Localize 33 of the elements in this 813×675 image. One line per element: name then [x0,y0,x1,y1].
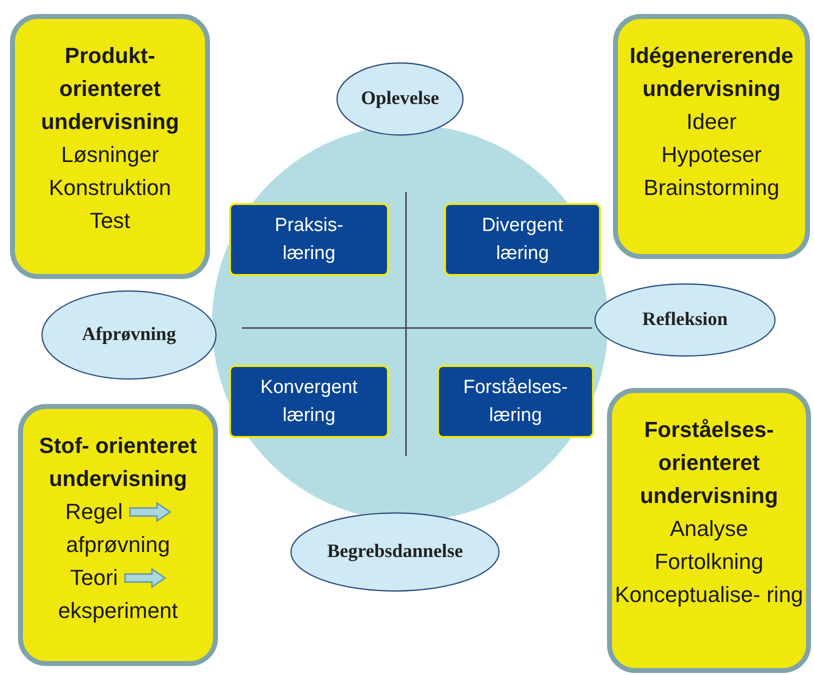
teaching-card [607,388,811,673]
ellipse-label: Begrebsdannelse [327,541,463,563]
learning-box [444,203,601,276]
list-item: Konceptualise- ring [614,581,804,609]
list-item: eksperiment [58,597,178,625]
list-item: Analyse [670,515,748,543]
teaching-card [18,404,218,666]
list-item: Regel [65,498,123,526]
teaching-card [10,14,210,279]
list-item: Konstruktion [48,174,172,202]
list-item: Fortolkning [654,548,764,576]
learning-box [437,365,594,438]
list-item: Teori [70,564,118,592]
list-item: Brainstorming [644,174,780,202]
ellipse-label: Oplevelse [360,88,440,110]
card-heading: Stof- orienteret undervisning [38,432,198,493]
card-heading: Produkt- orienteret undervisning [40,42,180,136]
box-label: Konvergent læring [259,376,359,428]
teaching-card [613,14,810,259]
list-item: Løsninger [61,141,159,169]
card-heading: Forståelses- orienteret undervisning [638,416,780,510]
list-item: Hypoteser [661,141,762,169]
list-item: Ideer [686,108,737,136]
ellipse-label: Afprøvning [82,324,176,346]
ellipse-label: Refleksion [642,309,728,331]
card-heading: Idégenererende undervisning [628,42,794,103]
box-label: Divergent læring [480,214,564,266]
list-item: afprøvning [66,531,170,559]
box-label: Praksis- læring [274,214,344,266]
box-label: Forståelses- læring [462,376,569,428]
list-item: Test [90,207,130,235]
learning-box [229,203,389,276]
learning-box [229,365,389,438]
